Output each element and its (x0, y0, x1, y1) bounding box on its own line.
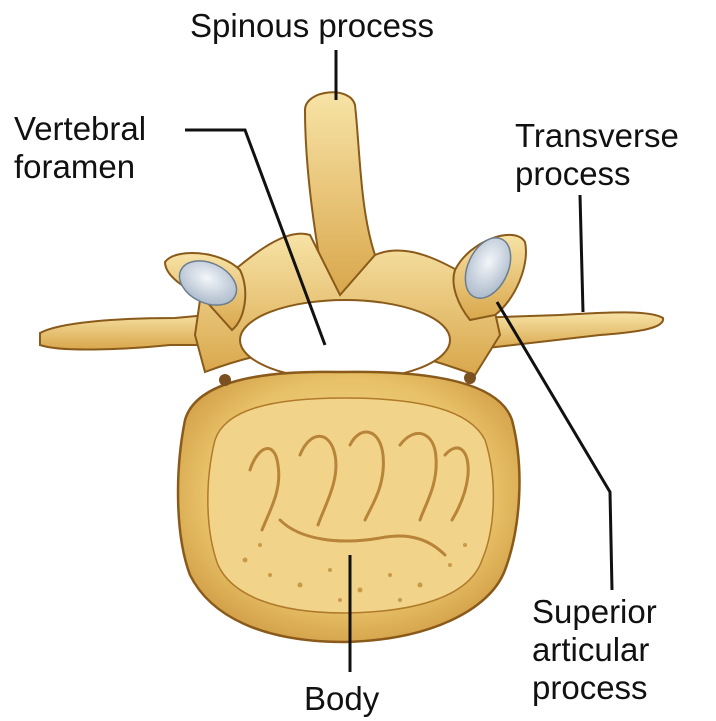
label-transverse-process-line2: process (515, 155, 679, 193)
leader-transverse (580, 195, 583, 312)
label-body: Body (304, 680, 379, 718)
label-vertebral-foramen-line1: Vertebral (14, 110, 146, 148)
right-pedicle-dot (464, 372, 476, 384)
vertebral-foramen-opening (240, 300, 450, 380)
label-superior-articular-process: Superior articular process (532, 593, 657, 707)
label-superior-line3: process (532, 669, 657, 707)
label-superior-line1: Superior (532, 593, 657, 631)
label-spinous-process: Spinous process (190, 7, 434, 45)
label-transverse-process: Transverse process (515, 117, 679, 193)
label-vertebral-foramen: Vertebral foramen (14, 110, 146, 186)
left-pedicle-dot (219, 374, 231, 386)
label-transverse-process-line1: Transverse (515, 117, 679, 155)
label-superior-line2: articular (532, 631, 657, 669)
label-vertebral-foramen-line2: foramen (14, 148, 146, 186)
